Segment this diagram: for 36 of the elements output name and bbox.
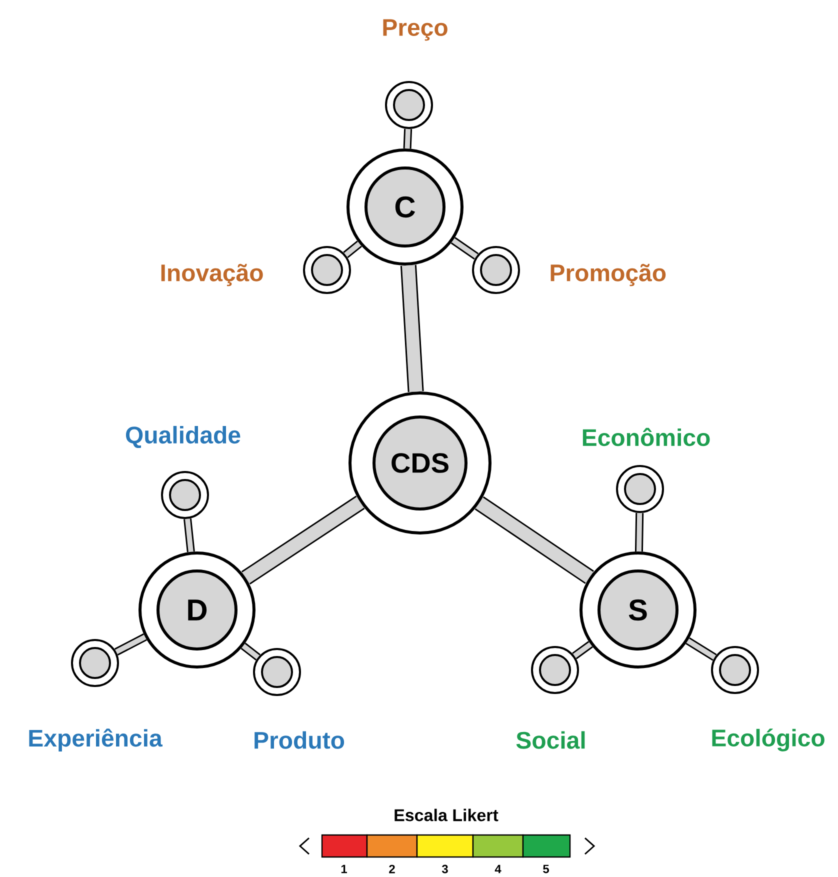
- small-circle: [385, 81, 433, 129]
- connector: [572, 641, 593, 660]
- connector: [400, 264, 424, 392]
- connector: [403, 128, 412, 149]
- category-label: Preço: [383, 19, 448, 41]
- scale-number: 4: [494, 864, 502, 874]
- connector: [343, 240, 362, 258]
- small-circle: [711, 646, 759, 694]
- connector: [634, 512, 644, 552]
- scale-number: 2: [389, 864, 395, 874]
- connector: [241, 496, 365, 584]
- category-label: Experiência: [29, 728, 163, 752]
- category-label: Inovação: [161, 264, 263, 286]
- scale-number: 3: [442, 864, 448, 874]
- connector: [240, 642, 260, 660]
- category-label: Promoção: [550, 264, 666, 286]
- category-label: Produto: [254, 731, 344, 749]
- scale-title: Escala Likert: [394, 808, 498, 822]
- connector: [474, 496, 594, 584]
- small-circle: [161, 471, 209, 519]
- small-circle: [531, 646, 579, 694]
- small-circle: [303, 246, 351, 294]
- category-label: Qualidade: [126, 426, 240, 448]
- category-label: Social: [516, 731, 585, 749]
- small-circle: [472, 246, 520, 294]
- scale-number: 1: [341, 864, 347, 874]
- category-label: Ecológico: [712, 728, 824, 752]
- category-label: Econômico: [582, 428, 710, 446]
- small-circle: [71, 639, 119, 687]
- connector: [450, 237, 479, 260]
- connector: [114, 633, 147, 656]
- small-circle: [616, 465, 664, 513]
- small-circle: [253, 648, 301, 696]
- connector: [184, 518, 195, 552]
- connector: [686, 637, 717, 661]
- scale-number: 5: [543, 864, 549, 874]
